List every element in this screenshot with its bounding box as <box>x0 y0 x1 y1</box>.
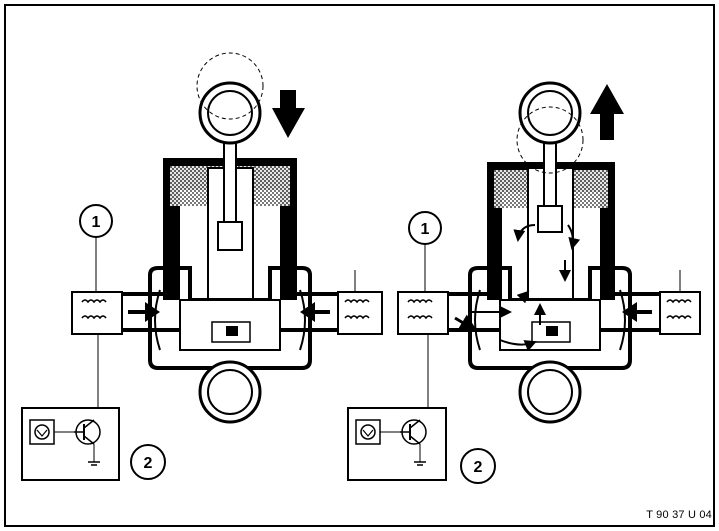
flow-arrow-8 <box>516 290 530 304</box>
left-solenoid-right <box>337 270 383 335</box>
flow-arrow-1 <box>454 314 478 332</box>
svg-text:1: 1 <box>92 214 101 231</box>
left-valve-assembly <box>120 52 338 424</box>
svg-text:1: 1 <box>421 221 430 238</box>
down-arrow-icon <box>272 90 305 138</box>
left-callout-1: 1 <box>79 204 113 292</box>
svg-text:2: 2 <box>144 455 153 472</box>
right-solenoid-right <box>659 270 701 335</box>
figure-code: T 90 37 U 04 <box>646 509 712 521</box>
left-solenoid-left <box>71 291 123 335</box>
left-control-unit <box>21 407 120 481</box>
svg-text:2: 2 <box>474 459 483 476</box>
flow-arrow-7 <box>567 224 581 250</box>
right-valve-assembly <box>448 81 660 424</box>
flow-arrow-6 <box>513 224 536 242</box>
left-valve-body <box>148 266 312 370</box>
right-solenoid-left <box>397 291 449 335</box>
up-arrow-icon <box>590 84 624 140</box>
flow-arrow-3 <box>499 339 537 352</box>
outer-border <box>4 4 715 527</box>
right-callout-2: 2 <box>460 448 496 484</box>
right-callout-1: 1 <box>408 211 442 292</box>
right-control-unit <box>347 407 447 481</box>
left-callout-2: 2 <box>130 444 166 480</box>
right-valve-body <box>468 266 632 370</box>
